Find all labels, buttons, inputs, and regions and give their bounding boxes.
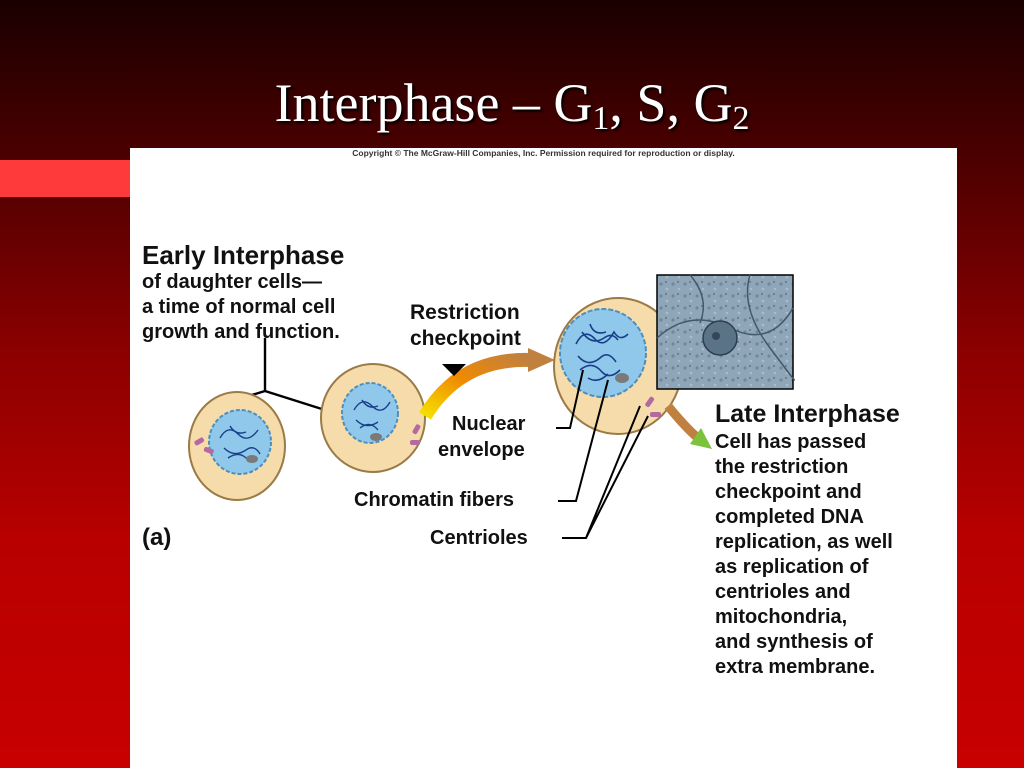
title-text-mid: , S, G — [609, 73, 733, 133]
progression-arrow — [419, 352, 531, 420]
late-line-6: as replication of — [715, 556, 869, 578]
nuclear-label-1: Nuclear — [452, 413, 526, 435]
daughter-cell-1 — [188, 391, 286, 501]
cell-diagram — [188, 274, 795, 539]
late-line-2: the restriction — [715, 456, 849, 478]
late-arrowhead — [690, 428, 712, 449]
centrioles-line — [562, 405, 649, 539]
nuclear-label-2: envelope — [438, 439, 525, 461]
chromatin-line — [558, 379, 609, 502]
restriction-label-2: checkpoint — [410, 327, 521, 350]
progression-arrowhead — [528, 348, 555, 372]
early-line-2: a time of normal cell — [142, 296, 336, 318]
late-line-4: completed DNA — [715, 506, 864, 528]
late-line-3: checkpoint and — [715, 481, 862, 503]
late-arrow — [664, 403, 701, 442]
daughter-cell-2 — [320, 363, 426, 473]
checkpoint-marker — [442, 364, 466, 376]
late-line-10: extra membrane. — [715, 656, 876, 678]
micrograph — [656, 274, 795, 390]
late-line-1: Cell has passed — [715, 431, 867, 453]
interphase-figure: Copyright © The McGraw-Hill Companies, I… — [130, 148, 957, 768]
late-line-9: and synthesis of — [715, 631, 873, 653]
panel-label: (a) — [142, 524, 172, 551]
slide-title: Interphase – G1, S, G2 — [0, 72, 1024, 137]
accent-bar — [0, 160, 130, 197]
centrioles-label: Centrioles — [430, 527, 528, 549]
late-interphase-description: Cell has passed the restriction checkpoi… — [715, 430, 893, 680]
early-line-3: growth and function. — [142, 321, 340, 343]
early-line-1: of daughter cells— — [142, 271, 323, 293]
late-line-8: mitochondria, — [715, 606, 848, 628]
late-interphase-heading: Late Interphase — [715, 400, 900, 428]
title-subscript-1: 1 — [592, 100, 610, 137]
late-line-5: replication, as well — [715, 531, 893, 553]
nuclear-envelope-line — [556, 369, 584, 429]
restriction-label-1: Restriction — [410, 301, 520, 324]
copyright-notice: Copyright © The McGraw-Hill Companies, I… — [352, 148, 735, 158]
title-text: Interphase – G — [274, 73, 593, 133]
early-interphase-heading: Early Interphase — [142, 240, 345, 270]
chromatin-label: Chromatin fibers — [354, 489, 515, 511]
late-line-7: centrioles and — [715, 581, 851, 603]
title-subscript-2: 2 — [732, 100, 750, 137]
